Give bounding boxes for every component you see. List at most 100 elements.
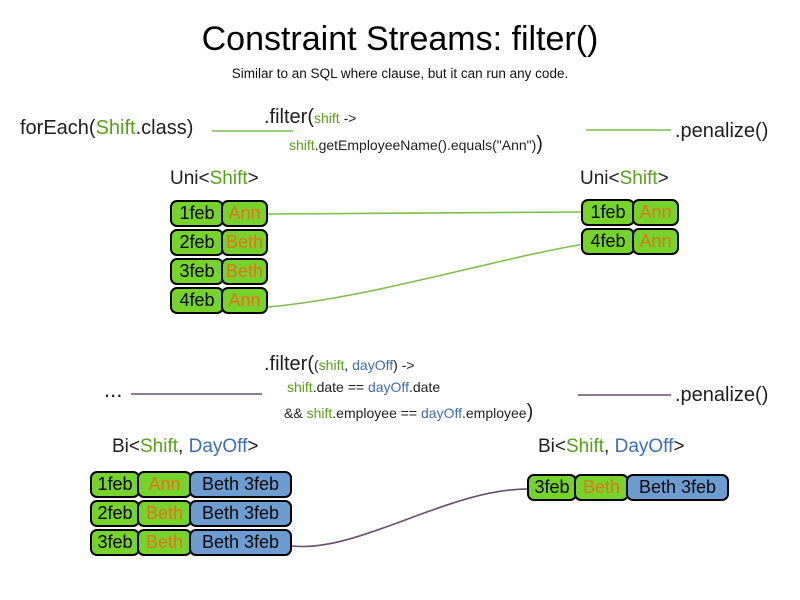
heading-type-dayoff: DayOff bbox=[188, 436, 248, 457]
code-text-shift-class: Shift bbox=[95, 117, 136, 139]
shift-date-cell: 2feb bbox=[170, 229, 224, 256]
code-text: .employee == bbox=[332, 405, 421, 421]
heading-text: Bi< bbox=[538, 436, 566, 457]
dayoff-cell: Beth 3feb bbox=[189, 471, 292, 498]
code-text-shift-var: shift bbox=[318, 357, 345, 373]
code-filter2: .filter((shift, dayOff) -> shift.date ==… bbox=[264, 353, 533, 424]
code-text: ) -> bbox=[393, 357, 415, 373]
code-text: .date == bbox=[312, 379, 368, 395]
code-text: , bbox=[344, 357, 353, 373]
shift-employee-cell: Beth bbox=[221, 229, 268, 256]
heading-text: Bi< bbox=[112, 436, 140, 457]
heading-type-shift: Shift bbox=[566, 436, 605, 457]
shift-date-cell: 4feb bbox=[581, 228, 635, 255]
code-text: ( bbox=[314, 357, 319, 373]
bi-right-heading: Bi<Shift, DayOff> bbox=[538, 436, 684, 458]
connector-row-1feb bbox=[267, 211, 585, 215]
connector-row-4feb bbox=[267, 243, 585, 308]
code-foreach: forEach(Shift.class) bbox=[20, 117, 193, 140]
shift-employee-cell: Ann bbox=[632, 199, 679, 226]
subtitle: Similar to an SQL where clause, but it c… bbox=[231, 66, 569, 81]
code-text: .filter( bbox=[264, 353, 314, 375]
uni-left-heading: Uni<Shift> bbox=[170, 168, 259, 190]
shift-employee-cell: Ann bbox=[137, 471, 192, 498]
shift-date-cell: 1feb bbox=[170, 200, 224, 227]
dayoff-cell: Beth 3feb bbox=[189, 500, 292, 527]
page-title: Constraint Streams: filter() bbox=[201, 20, 599, 58]
shift-date-cell: 3feb bbox=[90, 529, 140, 556]
heading-text: > bbox=[657, 168, 669, 189]
code-text-dayoff-var: dayOff bbox=[352, 357, 394, 373]
code-filter2-cond2: && shift.employee == dayOff.employee) bbox=[284, 401, 533, 424]
heading-text: Uni< bbox=[170, 168, 210, 189]
shift-employee-cell: Beth bbox=[137, 500, 192, 527]
shift-employee-cell: Beth bbox=[221, 258, 268, 285]
shift-date-cell: 2feb bbox=[90, 500, 140, 527]
code-text-dayoff-var: dayOff bbox=[421, 405, 462, 421]
code-filter1-body: shift.getEmployeeName().equals("Ann")) bbox=[289, 133, 543, 156]
shift-date-cell: 3feb bbox=[527, 474, 577, 501]
heading-type-shift: Shift bbox=[619, 168, 658, 189]
code-text: -> bbox=[339, 110, 357, 126]
code-text: ) bbox=[536, 133, 543, 155]
shift-employee-cell: Ann bbox=[221, 200, 268, 227]
code-text-dayoff-var: dayOff bbox=[367, 379, 409, 395]
bi-left-heading: Bi<Shift, DayOff> bbox=[112, 436, 258, 458]
shift-date-cell: 4feb bbox=[170, 287, 224, 314]
shift-employee-cell: Ann bbox=[632, 228, 679, 255]
code-text: && bbox=[284, 405, 307, 421]
code-text: ) bbox=[526, 401, 534, 423]
code-ellipsis: ... bbox=[104, 377, 123, 402]
shift-date-cell: 1feb bbox=[90, 471, 140, 498]
code-filter1-signature: .filter(shift -> bbox=[264, 106, 543, 129]
uni-right-heading: Uni<Shift> bbox=[580, 168, 669, 190]
heading-text: , bbox=[604, 436, 615, 457]
code-filter2-cond1: shift.date == dayOff.date bbox=[287, 379, 533, 397]
code-penalize2: .penalize() bbox=[675, 384, 769, 406]
code-text-shift-var: shift bbox=[287, 379, 313, 395]
code-penalize1: .penalize() bbox=[675, 120, 769, 142]
code-text: .getEmployeeName().equals("Ann") bbox=[314, 137, 537, 153]
shift-employee-cell: Ann bbox=[221, 287, 268, 314]
heading-text: > bbox=[247, 436, 259, 457]
code-text-shift-var: shift bbox=[289, 137, 315, 153]
connector-row-3feb-pair bbox=[291, 488, 533, 548]
code-filter1: .filter(shift -> shift.getEmployeeName()… bbox=[264, 106, 543, 156]
code-text: .filter( bbox=[264, 106, 314, 128]
heading-type-shift: Shift bbox=[140, 436, 179, 457]
heading-type-shift: Shift bbox=[209, 168, 248, 189]
code-text-shift-var: shift bbox=[314, 110, 340, 126]
code-text: .class) bbox=[135, 117, 194, 139]
shift-date-cell: 3feb bbox=[170, 258, 224, 285]
shift-employee-cell: Beth bbox=[574, 474, 629, 501]
heading-text: > bbox=[673, 436, 685, 457]
heading-text: , bbox=[178, 436, 189, 457]
dayoff-cell: Beth 3feb bbox=[189, 529, 292, 556]
heading-type-dayoff: DayOff bbox=[614, 436, 674, 457]
code-text: .employee bbox=[462, 405, 527, 421]
shift-employee-cell: Beth bbox=[137, 529, 192, 556]
code-filter2-signature: .filter((shift, dayOff) -> bbox=[264, 353, 533, 376]
code-text: .date bbox=[408, 379, 441, 395]
shift-date-cell: 1feb bbox=[581, 199, 635, 226]
code-text-shift-var: shift bbox=[306, 405, 333, 421]
code-text: forEach( bbox=[20, 117, 96, 139]
dayoff-cell: Beth 3feb bbox=[626, 474, 729, 501]
heading-text: > bbox=[247, 168, 259, 189]
